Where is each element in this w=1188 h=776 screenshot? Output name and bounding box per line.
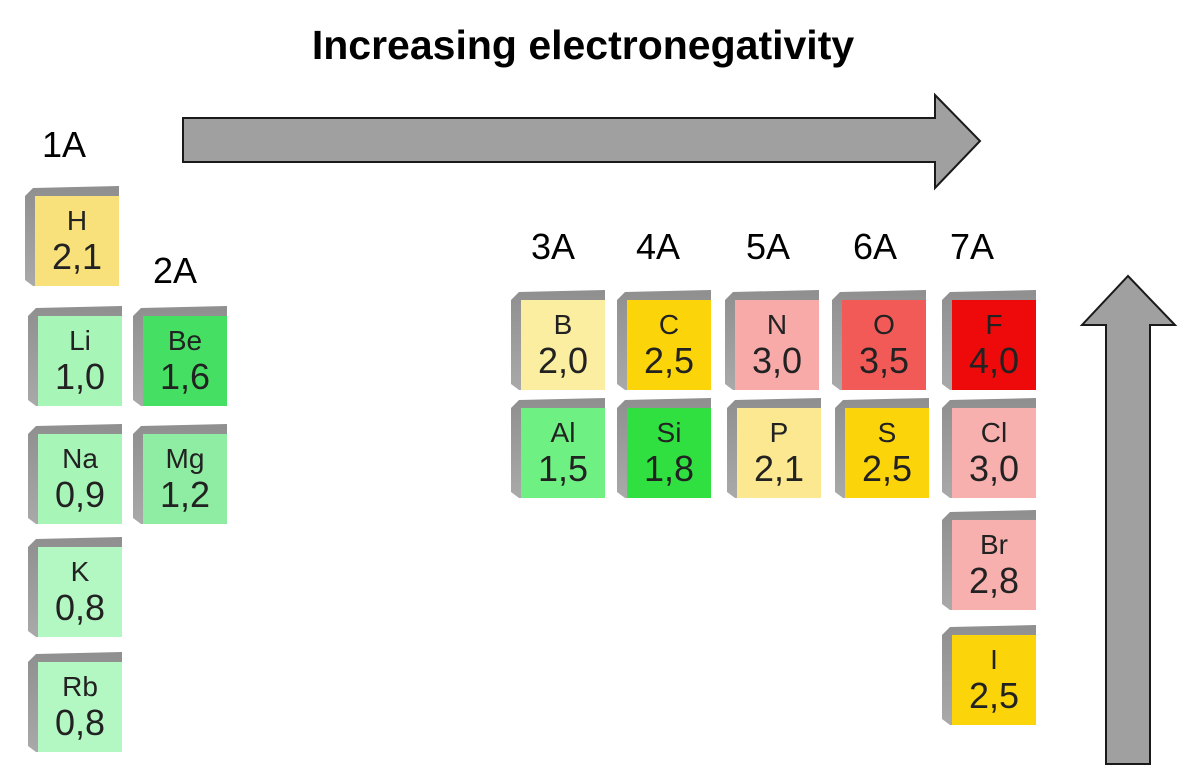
element-symbol: O [873, 309, 895, 340]
tile-face: Rb 0,8 [38, 662, 122, 752]
right-arrow-icon [182, 92, 982, 191]
tile-face: Mg 1,2 [143, 434, 227, 524]
group-label-5a: 5A [746, 226, 791, 267]
group-label-7a: 7A [950, 226, 995, 267]
electronegativity-value: 1,6 [159, 356, 211, 397]
electronegativity-value: 1,0 [54, 356, 106, 397]
tile-face: S 2,5 [845, 408, 929, 498]
electronegativity-value: 2,1 [51, 236, 103, 277]
tile-face: Si 1,8 [627, 408, 711, 498]
element-symbol: Na [62, 443, 98, 474]
group-label-4a: 4A [636, 226, 681, 267]
element-symbol: Br [980, 529, 1008, 560]
electronegativity-value: 2,5 [643, 340, 695, 381]
element-tile-n: N 3,0 [725, 290, 819, 390]
element-symbol: I [990, 644, 998, 675]
element-tile-al: Al 1,5 [511, 398, 605, 498]
element-tile-br: Br 2,8 [942, 510, 1036, 610]
electronegativity-value: 0,8 [54, 702, 106, 743]
tile-face: P 2,1 [737, 408, 821, 498]
tile-face: Cl 3,0 [952, 408, 1036, 498]
element-tile-f: F 4,0 [942, 290, 1036, 390]
element-symbol: P [769, 417, 789, 448]
tile-face: I 2,5 [952, 635, 1036, 725]
tile-face: H 2,1 [35, 196, 119, 286]
element-symbol: H [66, 205, 88, 236]
element-symbol: Mg [165, 443, 205, 474]
electronegativity-value: 2,5 [968, 675, 1020, 716]
electronegativity-value: 3,0 [968, 448, 1020, 489]
element-tile-i: I 2,5 [942, 625, 1036, 725]
tile-face: Al 1,5 [521, 408, 605, 498]
element-symbol: C [658, 309, 680, 340]
group-label-6a: 6A [853, 226, 898, 267]
electronegativity-value: 2,5 [861, 448, 913, 489]
electronegativity-value: 2,1 [753, 448, 805, 489]
element-symbol: K [70, 556, 90, 587]
element-symbol: Si [656, 417, 682, 448]
element-symbol: Rb [62, 671, 98, 702]
group-label-3a: 3A [531, 226, 576, 267]
up-arrow-icon [1079, 274, 1178, 765]
element-symbol: S [877, 417, 897, 448]
group-label-2a: 2A [153, 250, 198, 291]
element-tile-rb: Rb 0,8 [28, 652, 122, 752]
electronegativity-value: 1,2 [159, 474, 211, 515]
electronegativity-value: 3,5 [858, 340, 910, 381]
element-tile-cl: Cl 3,0 [942, 398, 1036, 498]
group-label-1a: 1A [42, 124, 87, 165]
electronegativity-value: 4,0 [968, 340, 1020, 381]
element-symbol: Al [550, 417, 576, 448]
electronegativity-value: 1,5 [537, 448, 589, 489]
element-tile-c: C 2,5 [617, 290, 711, 390]
tile-face: B 2,0 [521, 300, 605, 390]
element-tile-mg: Mg 1,2 [133, 424, 227, 524]
element-tile-o: O 3,5 [832, 290, 926, 390]
tile-face: F 4,0 [952, 300, 1036, 390]
tile-face: K 0,8 [38, 547, 122, 637]
element-tile-s: S 2,5 [835, 398, 929, 498]
element-tile-k: K 0,8 [28, 537, 122, 637]
element-tile-p: P 2,1 [727, 398, 821, 498]
element-tile-na: Na 0,9 [28, 424, 122, 524]
tile-face: Br 2,8 [952, 520, 1036, 610]
element-symbol: Cl [980, 417, 1008, 448]
electronegativity-value: 1,8 [643, 448, 695, 489]
element-tile-b: B 2,0 [511, 290, 605, 390]
electronegativity-value: 2,0 [537, 340, 589, 381]
tile-face: N 3,0 [735, 300, 819, 390]
tile-face: C 2,5 [627, 300, 711, 390]
element-tile-si: Si 1,8 [617, 398, 711, 498]
electronegativity-value: 0,9 [54, 474, 106, 515]
tile-face: Li 1,0 [38, 316, 122, 406]
element-symbol: Be [167, 325, 203, 356]
diagram-title: Increasing electronegativity [311, 22, 855, 68]
tile-face: Na 0,9 [38, 434, 122, 524]
tile-face: Be 1,6 [143, 316, 227, 406]
electronegativity-value: 0,8 [54, 587, 106, 628]
element-symbol: N [766, 309, 788, 340]
element-symbol: B [553, 309, 573, 340]
element-symbol: Li [69, 325, 91, 356]
electronegativity-value: 3,0 [751, 340, 803, 381]
tile-face: O 3,5 [842, 300, 926, 390]
element-tile-be: Be 1,6 [133, 306, 227, 406]
element-symbol: F [985, 309, 1003, 340]
element-tile-li: Li 1,0 [28, 306, 122, 406]
element-tile-h: H 2,1 [25, 186, 119, 286]
electronegativity-value: 2,8 [968, 560, 1020, 601]
